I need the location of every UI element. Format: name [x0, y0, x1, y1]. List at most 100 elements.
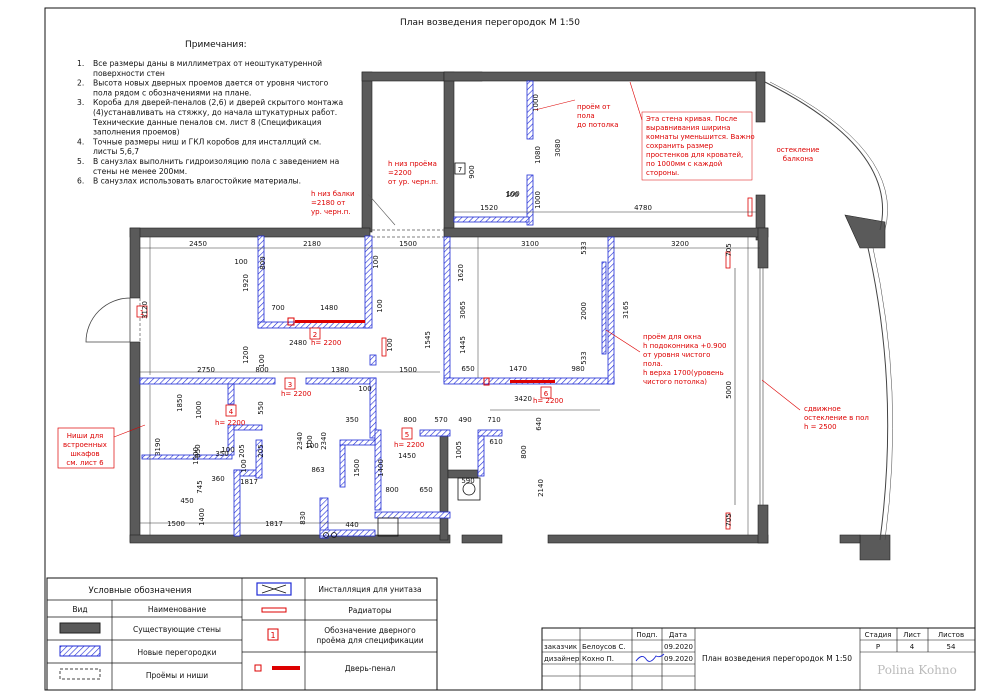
legend-pocket-door: Дверь-пенал [345, 664, 396, 673]
note-number-5: 5. [77, 157, 84, 166]
dim-horizontal: 1500 [167, 520, 185, 528]
dim-vertical: 1545 [424, 331, 432, 349]
annotation-text: Ниши для [67, 432, 104, 440]
plumbing-fixtures [323, 477, 481, 538]
stamp-col-date: Дата [669, 631, 687, 639]
annotation-text: от ур. черн.п. [388, 178, 438, 186]
annotation-text: сдвижное [804, 405, 841, 413]
dim-horizontal: 1380 [331, 366, 349, 374]
annotation-text: пола [577, 112, 595, 120]
drawing-title: План возведения перегородок М 1:50 [400, 18, 580, 28]
dim-vertical: 533 [580, 241, 588, 254]
note-line: стены не менее 200мм. [93, 167, 187, 176]
note-line: поверхности стен [93, 69, 165, 78]
dim-horizontal: 100 [506, 190, 519, 198]
dim-horizontal: 350 [215, 450, 228, 458]
annotation-h2200: h= 2200 [533, 397, 563, 405]
dim-vertical: 2340 [320, 432, 328, 450]
note-line: листы 5,6,7 [93, 147, 139, 156]
annotation-h2200: h= 2200 [281, 390, 311, 398]
stamp-sheet-title: План возведения перегородок М 1:50 [702, 654, 852, 663]
dim-vertical: 745 [196, 480, 204, 493]
note-line: Все размеры даны в миллиметрах от неошту… [93, 59, 322, 68]
note-line: Короба для дверей-пеналов (2,6) и дверей… [93, 98, 343, 107]
door-tag-number: 4 [229, 408, 234, 416]
dim-upper: 1080 [534, 146, 542, 164]
dim-upper: 1000 [532, 94, 540, 112]
new-partition-icon [59, 645, 101, 657]
stamp-sheets: 54 [947, 643, 956, 651]
note-line: Высота новых дверных проемов дается от у… [93, 79, 329, 88]
dim-vertical: 705 [725, 513, 733, 526]
annotation-text: чистого потолка) [643, 378, 707, 386]
note-line: В санузлах использовать влагостойкие мат… [93, 177, 301, 186]
annotation-text: простенков для кроватей, [646, 151, 743, 159]
annotation-h2200: h= 2200 [311, 339, 341, 347]
annotation-text: h низ проёма [388, 160, 437, 168]
existing-wall-icon [59, 622, 101, 634]
stamp-sheets-label: Листов [938, 631, 964, 639]
svg-text:1: 1 [270, 631, 275, 640]
annotation-h2200: h= 2200 [215, 419, 245, 427]
annotation-text: встроенных [63, 441, 107, 449]
dim-vertical: 3120 [141, 301, 149, 319]
dim-vertical: 1850 [176, 394, 184, 412]
dim-horizontal: 450 [180, 497, 193, 505]
legend-openings: Проёмы и ниши [146, 671, 208, 680]
dim-horizontal: 100 [221, 446, 234, 454]
door-tag-box [454, 162, 466, 175]
dim-vertical: 1400 [198, 508, 206, 526]
legend: Условные обозначения Вид Наименование Су… [46, 577, 438, 691]
dim-vertical: 100 [386, 338, 394, 351]
dim-horizontal: 490 [458, 416, 471, 424]
stamp-sheet-label: Лист [903, 631, 921, 639]
dim-vertical: 100 [376, 299, 384, 312]
dim-vertical: 1920 [242, 274, 250, 292]
note-line: пола рядом с обозначениями на плане. [93, 88, 251, 97]
dim-vertical: 5000 [725, 381, 733, 399]
dim-vertical: 205 [257, 444, 265, 457]
dim-vertical: 640 [535, 417, 543, 430]
stamp-role-client: заказчик [544, 643, 577, 651]
entry-door-swing [85, 297, 131, 343]
annotation-text: h низ балки [311, 190, 355, 198]
radiator-icon [261, 607, 287, 613]
door-tag-number: 5 [405, 431, 409, 439]
dim-vertical: 2000 [580, 302, 588, 320]
annotation-text: проём от [577, 103, 610, 111]
note-line: Технические данные пеналов см. лист 8 (С… [92, 118, 321, 127]
annotation-leader [367, 193, 396, 226]
dim-horizontal: 1450 [398, 452, 416, 460]
notes-heading: Примечания: [185, 40, 247, 50]
annotation-text: =2180 от [311, 199, 345, 207]
dim-upper: 1520 [480, 204, 498, 212]
stamp-role-designer: дизайнер [544, 655, 580, 663]
dim-horizontal: 2750 [197, 366, 215, 374]
note-line: заполнения проемов) [93, 128, 180, 137]
dim-vertical: 100 [306, 435, 314, 448]
dim-horizontal: 1500 [399, 366, 417, 374]
signature [635, 653, 665, 662]
dimension-lines [140, 211, 760, 535]
stamp-col-sign: Подп. [636, 631, 657, 639]
pocket-door-icon [254, 664, 262, 672]
dim-vertical: 2140 [537, 479, 545, 497]
dim-horizontal: 100 [234, 258, 247, 266]
dim-vertical: 800 [259, 256, 267, 269]
annotation-text: выравнивания ширина [646, 124, 730, 132]
legend-title: Условные обозначения [88, 586, 191, 596]
existing-walls [129, 71, 891, 561]
note-number-4: 4. [77, 137, 84, 146]
annotation-leader [761, 379, 801, 411]
annotation-text: балкона [783, 155, 813, 163]
stamp-sheet: 4 [910, 643, 915, 651]
door-tag-box [225, 404, 237, 417]
sheet-frame [44, 7, 976, 691]
door-tag-box [401, 427, 413, 440]
dim-vertical: 1620 [457, 264, 465, 282]
dim-upper: 1000 [534, 191, 542, 209]
dim-vertical: 3165 [622, 301, 630, 319]
dim-horizontal: 590 [461, 477, 474, 485]
dim-vertical: 550 [257, 401, 265, 414]
